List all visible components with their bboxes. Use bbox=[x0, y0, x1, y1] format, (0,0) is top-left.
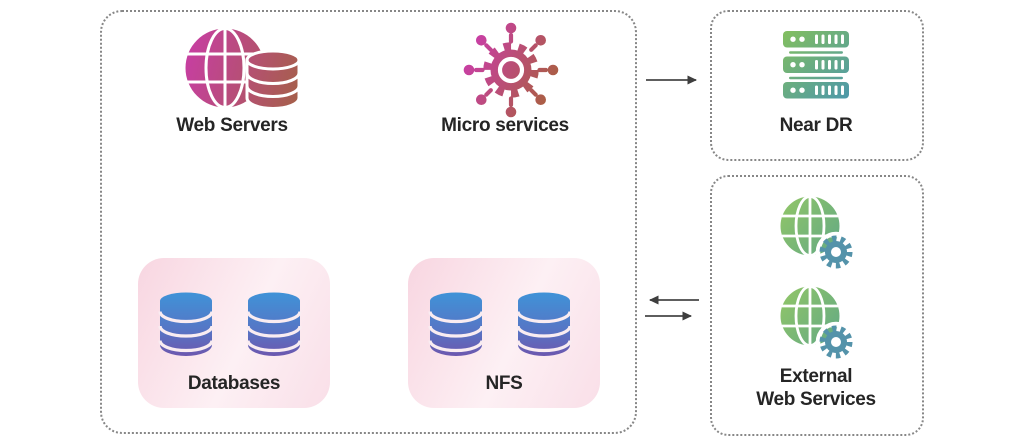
databases-label: Databases bbox=[187, 373, 281, 394]
external-ws-label-line2: Web Services bbox=[756, 389, 876, 410]
micro-services-icon bbox=[463, 22, 559, 118]
database-cylinder-icon bbox=[428, 292, 484, 358]
database-cylinder-icon bbox=[246, 292, 302, 358]
external-ws-label-line1: External bbox=[779, 366, 853, 387]
server-stack-icon bbox=[783, 31, 849, 99]
web-servers-label: Web Servers bbox=[176, 115, 288, 136]
micro-services-label: Micro services bbox=[441, 115, 569, 136]
database-cylinder-icon bbox=[158, 292, 214, 358]
nfs-label: NFS bbox=[485, 373, 523, 394]
globe-gear-icon bbox=[780, 286, 856, 362]
near-dr-label: Near DR bbox=[779, 115, 853, 136]
database-cylinder-icon bbox=[516, 292, 572, 358]
web-servers-icon bbox=[185, 28, 300, 110]
globe-gear-icon bbox=[780, 196, 856, 272]
